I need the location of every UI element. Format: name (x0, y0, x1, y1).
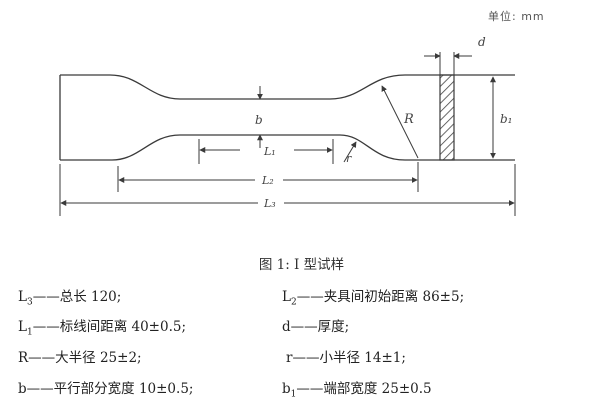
dim-R: R (381, 85, 419, 159)
legend-item-L1: L1——标线间距离 40±0.5; (18, 319, 187, 338)
label-r: r (346, 152, 352, 165)
unit-label: 单位: mm (488, 10, 545, 23)
label-d: d (478, 35, 486, 49)
legend-item-r: r——小半径 14±1; (286, 350, 406, 366)
label-L1: L₁ (263, 145, 276, 158)
dim-b1: b₁ (490, 76, 513, 159)
label-L2: L₂ (261, 174, 274, 187)
specimen-drawing: d b b₁ R r L₁ L₂ (59, 35, 516, 216)
legend-item-b: b——平行部分宽度 10±0.5; (18, 381, 194, 397)
label-L3: L₃ (263, 197, 276, 210)
outline-top (60, 74, 515, 100)
dim-r: r (343, 141, 357, 165)
thickness-section: d (424, 35, 486, 161)
dim-L3: L₃ (59, 164, 516, 216)
dim-L1: L₁ (198, 139, 334, 164)
dim-L2: L₂ (117, 162, 419, 192)
label-R: R (403, 112, 414, 127)
legend-item-L3: L3——总长 120; (18, 289, 122, 308)
dim-b: b (255, 86, 263, 148)
figure-caption: 图 1: I 型试样 (258, 257, 345, 273)
legend-item-L2: L2——夹具间初始距离 86±5; (282, 289, 465, 308)
legend-item-R: R——大半径 25±2; (18, 350, 142, 366)
legend-item-b1: b1——端部宽度 25±0.5 (282, 381, 432, 400)
label-b1: b₁ (500, 112, 513, 126)
legend-item-d: d——厚度; (282, 319, 350, 335)
label-b: b (255, 113, 263, 127)
